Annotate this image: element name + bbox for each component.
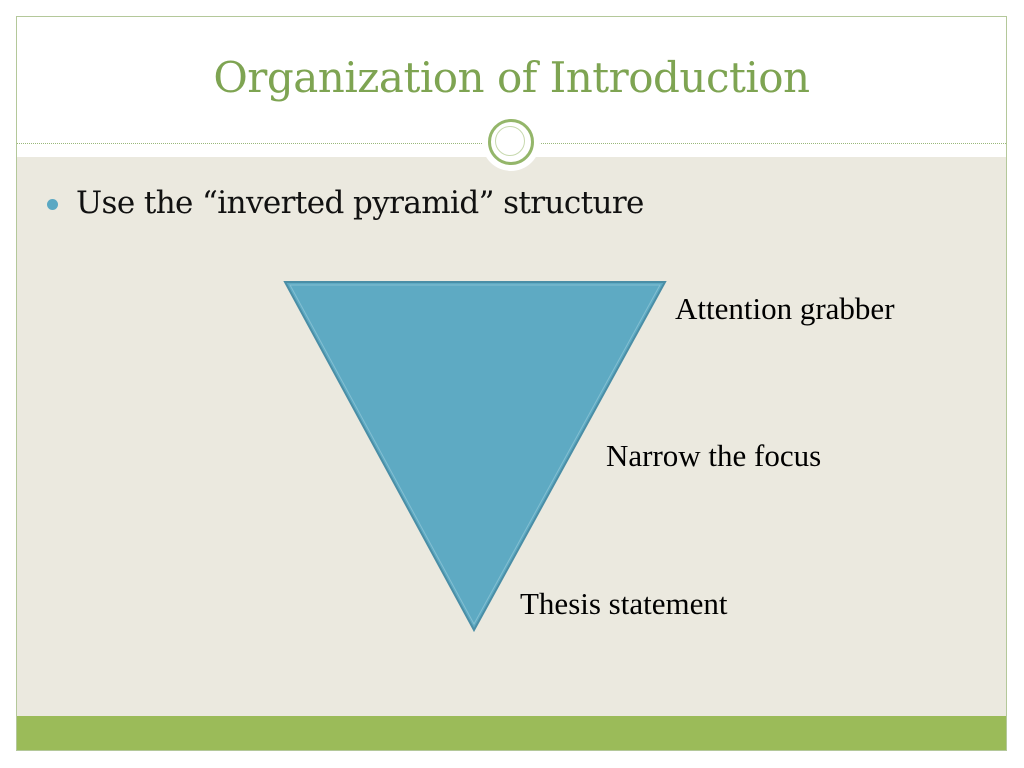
inverted-pyramid-diagram xyxy=(283,281,667,633)
footer-bar xyxy=(17,716,1006,750)
pyramid-label-middle: Narrow the focus xyxy=(606,438,822,473)
slide: Organization of Introduction Use the “in… xyxy=(16,16,1007,751)
bullet-text: Use the “inverted pyramid” structure xyxy=(76,185,644,221)
inverted-pyramid-inner-edge xyxy=(289,284,661,626)
pyramid-label-bottom: Thesis statement xyxy=(520,586,728,621)
bullet-dot-icon xyxy=(47,198,58,210)
divider-inner-ring xyxy=(495,126,525,156)
pyramid-label-top: Attention grabber xyxy=(675,291,895,326)
inverted-pyramid-shape xyxy=(283,281,667,633)
slide-title: Organization of Introduction xyxy=(213,53,810,102)
bullet-item: Use the “inverted pyramid” structure xyxy=(47,185,644,221)
